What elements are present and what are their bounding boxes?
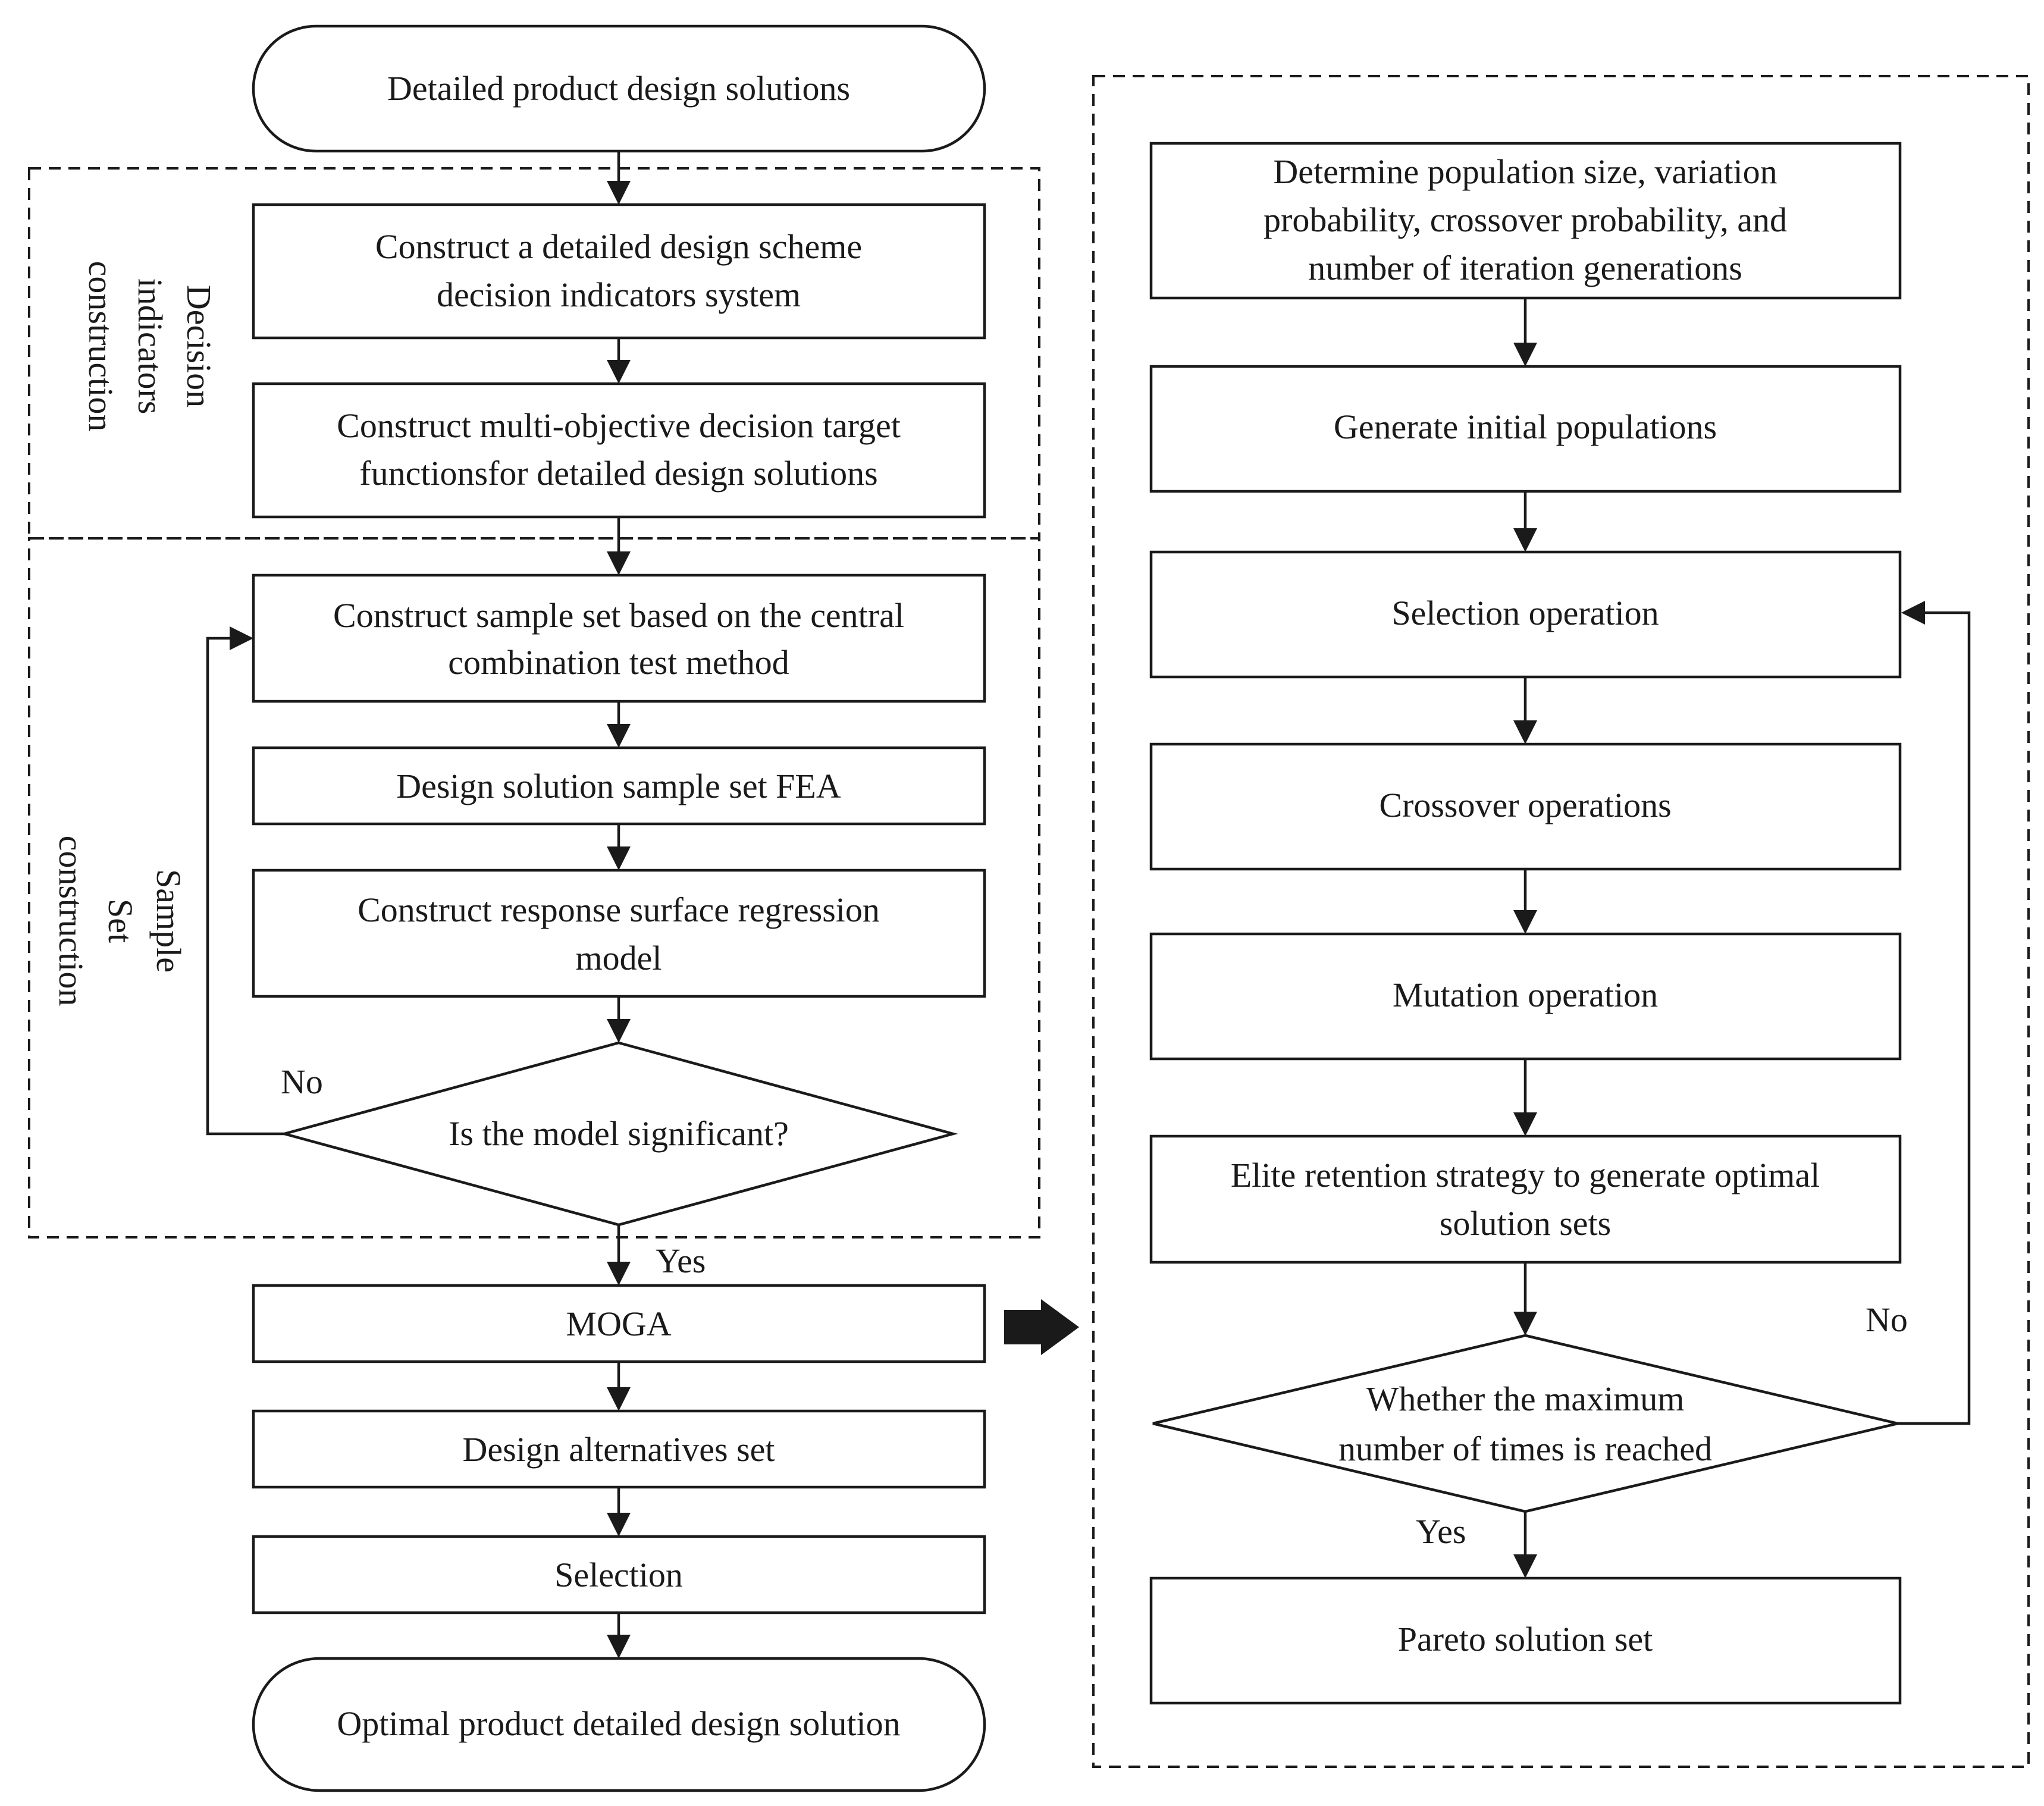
model-significant-decision-label: Is the model significant?	[449, 1114, 789, 1153]
arrow-crossover-to-mutation	[1513, 869, 1537, 934]
construct-target-functions-line-1: Construct multi-objective decision targe…	[337, 406, 901, 445]
mutation-operation-label: Mutation operation	[1393, 976, 1658, 1014]
construct-sample-set-line-2: combination test method	[448, 643, 789, 682]
pareto-set-box	[1149, 1576, 1902, 1705]
determine-parameters-line-3: number of iteration generations	[1308, 249, 1742, 287]
max-times-decision-line-1: Whether the maximum	[1366, 1379, 1685, 1418]
selection-operation-label: Selection operation	[1391, 594, 1659, 632]
construct-indicators-system-line-1: Construct a detailed design scheme	[375, 227, 862, 266]
arrow-decision-yes-to-pareto	[1513, 1512, 1537, 1578]
no-label-left: No	[281, 1062, 323, 1101]
arrow-indicators-to-functions	[607, 338, 631, 384]
yes-label-left: Yes	[656, 1241, 706, 1280]
construct-indicators-system-line-2: decision indicators system	[437, 275, 801, 314]
pareto-set-label: Pareto solution set	[1398, 1620, 1653, 1658]
selection-operation-box	[1149, 550, 1902, 679]
arrow-populations-to-selection-op	[1513, 491, 1537, 552]
determine-parameters-line-1: Determine population size, variation	[1273, 152, 1777, 191]
max-times-decision	[1152, 1334, 1898, 1513]
construct-sample-set-line-1: Construct sample set based on the centra…	[333, 596, 904, 635]
elite-retention-line-2: solution sets	[1440, 1204, 1611, 1243]
yes-label-right: Yes	[1416, 1512, 1466, 1551]
no-label-right: No	[1866, 1300, 1908, 1339]
sample-set-group	[28, 537, 1040, 1239]
response-surface-model-line-2: model	[576, 939, 662, 977]
determine-parameters-box	[1149, 142, 1902, 300]
moga-label: MOGA	[566, 1305, 671, 1343]
response-surface-model-line-1: Construct response surface regression	[358, 891, 880, 929]
arrow-parameters-to-populations	[1513, 298, 1537, 366]
arrow-no-loop-left	[206, 626, 284, 1136]
arrow-elite-to-decision	[1513, 1262, 1537, 1335]
design-alternatives-set-label: Design alternatives set	[462, 1430, 775, 1469]
generate-populations-label: Generate initial populations	[1334, 407, 1717, 446]
arrow-response-model-to-decision	[607, 996, 631, 1043]
design-alternatives-set-box	[252, 1409, 986, 1489]
start-terminal-label: Detailed product design solutions	[387, 69, 850, 108]
arrow-start-to-indicators	[607, 151, 631, 205]
arrow-decision-yes-to-moga	[607, 1225, 631, 1285]
crossover-operations-box	[1149, 742, 1902, 871]
arrow-no-loop-right	[1898, 601, 1971, 1425]
mutation-operation-box	[1149, 932, 1902, 1061]
arrow-selection-op-to-crossover	[1513, 677, 1537, 744]
crossover-operations-label: Crossover operations	[1379, 786, 1671, 824]
end-terminal	[252, 1657, 986, 1792]
construct-indicators-system-box	[252, 203, 986, 340]
decision-indicators-label-3: construction	[81, 261, 120, 432]
elite-retention-line-1: Elite retention strategy to generate opt…	[1231, 1156, 1820, 1194]
arrow-alternatives-to-selection	[607, 1487, 631, 1537]
sample-set-fea-box	[252, 746, 986, 826]
sample-set-label-1: Sample	[149, 869, 188, 973]
decision-indicators-label-1: Decision	[180, 285, 218, 407]
elite-retention-box	[1149, 1134, 1902, 1264]
moga-box	[252, 1284, 986, 1363]
sample-set-label-3: construction	[52, 836, 90, 1007]
generate-populations-box	[1149, 365, 1902, 493]
arrow-fea-to-response-model	[607, 824, 631, 870]
selection-box	[252, 1535, 986, 1614]
moga-detail-group	[1092, 75, 2030, 1768]
max-times-decision-line-2: number of times is reached	[1338, 1429, 1712, 1468]
arrow-moga-to-alternatives	[607, 1362, 631, 1411]
arrow-functions-to-sample-set	[607, 517, 631, 575]
arrow-mutation-to-elite	[1513, 1059, 1537, 1136]
arrow-selection-to-end	[607, 1613, 631, 1658]
expand-arrow-icon	[1004, 1299, 1079, 1355]
construct-sample-set-box	[252, 573, 986, 703]
decision-indicators-label-2: indicators	[131, 278, 170, 415]
construct-target-functions-line-2: functionsfor detailed design solutions	[359, 454, 877, 493]
sample-set-fea-label: Design solution sample set FEA	[396, 767, 841, 805]
arrow-sample-set-to-fea	[607, 701, 631, 748]
decision-indicators-group	[28, 167, 1040, 540]
determine-parameters-line-2: probability, crossover probability, and	[1264, 200, 1787, 239]
construct-target-functions-box	[252, 382, 986, 519]
end-terminal-label: Optimal product detailed design solution	[337, 1704, 900, 1743]
sample-set-label-2: Set	[101, 899, 140, 943]
selection-label: Selection	[554, 1556, 683, 1594]
response-surface-model-box	[252, 868, 986, 998]
